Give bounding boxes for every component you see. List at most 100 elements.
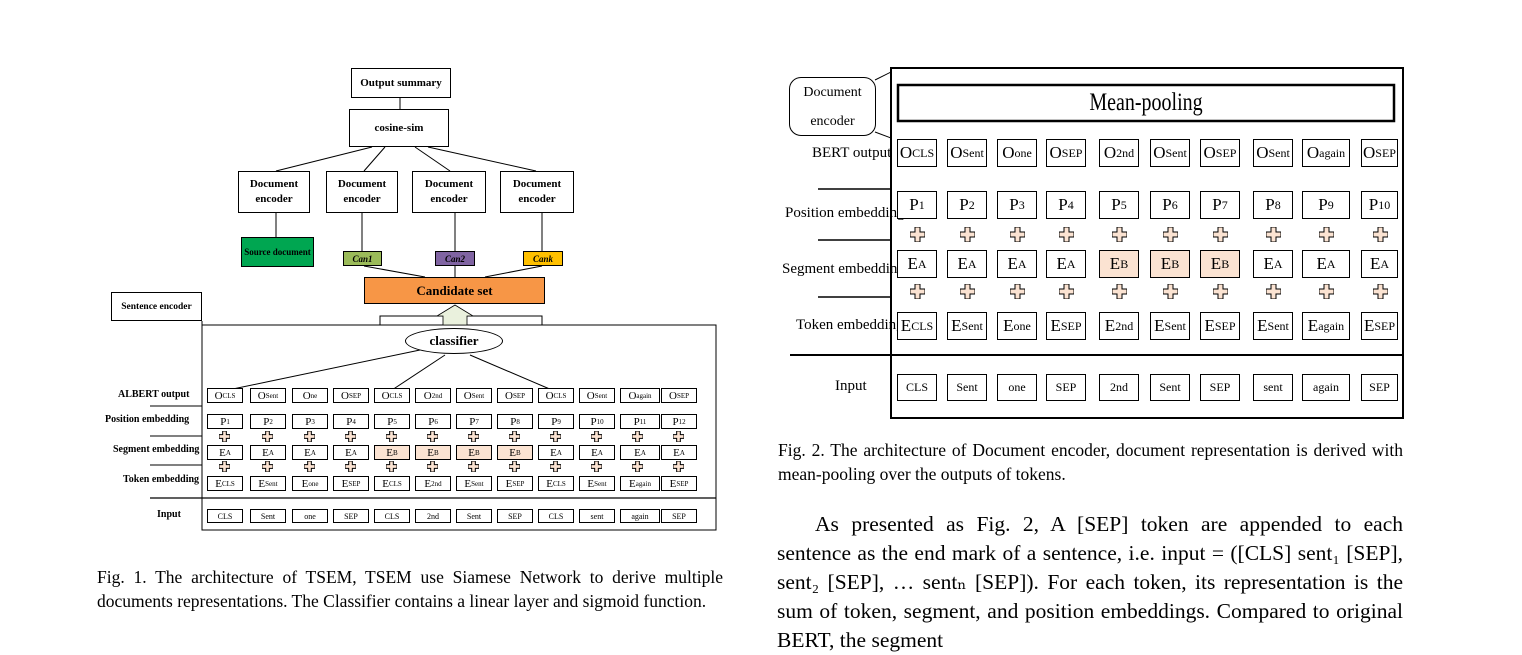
fig2-plus-icon-row2-4 [1059, 284, 1074, 299]
fig1-plus-icon-row2-12 [673, 461, 684, 472]
fig2-plus-icon-row2-10 [1372, 284, 1388, 299]
fig2-input-cell-10: SEP [1361, 374, 1398, 401]
candidate-k-box: Cank [523, 251, 563, 266]
document-encoder-box-3: Document encoder [412, 171, 486, 213]
fig1-input-cell-10: sent [579, 509, 615, 523]
fig2-plus-icon-row2-5 [1112, 284, 1127, 299]
fig1-plus-icon-row1-2 [262, 431, 273, 442]
fig2-label-segment-embedding: Segment embedding [782, 261, 905, 277]
fig2-input-cell-4: SEP [1046, 374, 1086, 401]
fig1-input-cell-6: 2nd [415, 509, 451, 523]
source-document-box: Source document [241, 237, 314, 267]
fig1-input-cell-5: CLS [374, 509, 410, 523]
fig2-plus-icon-row2-8 [1266, 284, 1281, 299]
fig1-plus-icon-row2-10 [591, 461, 602, 472]
fig2-plus-icon-row1-9 [1319, 227, 1334, 242]
fig1-plus-icon-row2-11 [632, 461, 643, 472]
candidate-set-box: Candidate set [364, 277, 545, 304]
output-summary-box: Output summary [351, 68, 451, 98]
fig2-label-position-embedding: Position embedding [785, 205, 905, 221]
fig2-input-cell-9: again [1302, 374, 1350, 401]
fig1-plus-icon-row1-10 [591, 431, 602, 442]
fig2-plus-icon-row2-1 [910, 284, 925, 299]
fig2-plus-icon-row1-8 [1266, 227, 1281, 242]
fig1-plus-icon-row1-1 [219, 431, 230, 442]
fig1-input-cell-4: SEP [333, 509, 369, 523]
mean-pooling-box: Mean-pooling [1089, 89, 1203, 116]
fig2-input-cell-8: sent [1253, 374, 1293, 401]
fig1-input-cell-7: Sent [456, 509, 492, 523]
document-encoder-box-2: Document encoder [326, 171, 398, 213]
fig1-plus-icon-row2-5 [386, 461, 397, 472]
fig1-plus-icon-row2-3 [304, 461, 315, 472]
fig1-input-cell-9: CLS [538, 509, 574, 523]
fig1-plus-icon-row2-9 [550, 461, 561, 472]
fig1-plus-icon-row1-7 [468, 431, 479, 442]
fig1-input-cell-8: SEP [497, 509, 533, 523]
classifier-ellipse: classifier [405, 328, 503, 354]
fig2-input-cell-1: CLS [897, 374, 937, 401]
fig1-plus-icon-row2-2 [262, 461, 273, 472]
fig1-input-cell-1: CLS [207, 509, 243, 523]
fig1-label-segment-embedding: Segment embedding [113, 444, 200, 455]
fig1-input-cell-2: Sent [250, 509, 286, 523]
fig1-plus-icon-row2-8 [509, 461, 520, 472]
fig2-plus-icon-row1-10 [1372, 227, 1388, 242]
fig1-label-position-embedding: Position embedding [105, 414, 190, 425]
fig1-plus-icon-row1-4 [345, 431, 356, 442]
body-paragraph: As presented as Fig. 2, A [SEP] token ar… [777, 512, 1403, 652]
fig1-plus-icon-row1-6 [427, 431, 438, 442]
fig1-plus-icon-row1-5 [386, 431, 397, 442]
